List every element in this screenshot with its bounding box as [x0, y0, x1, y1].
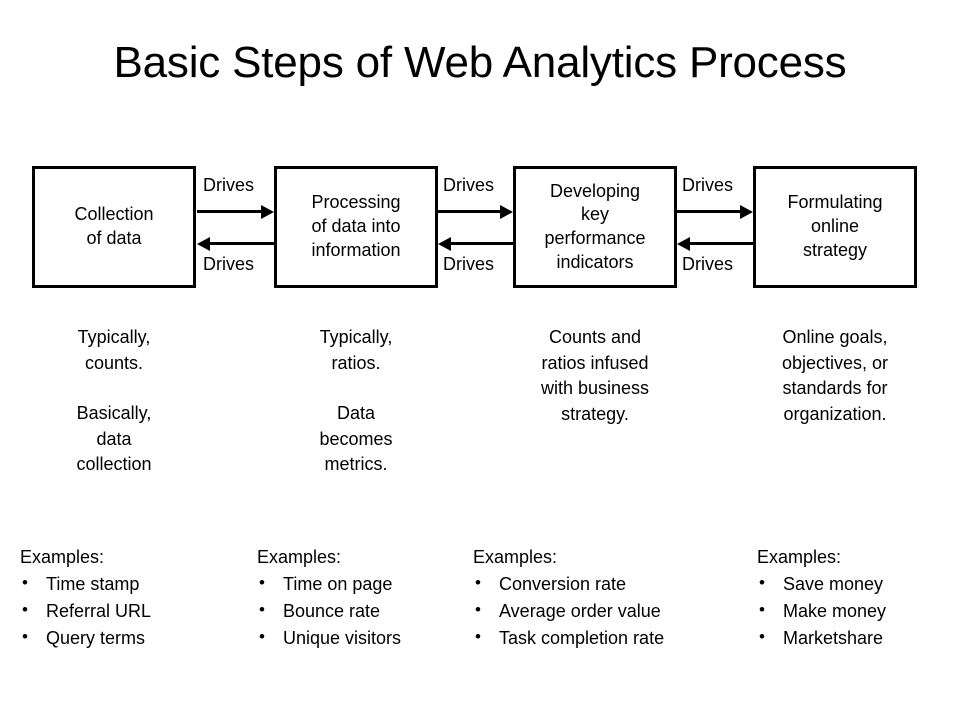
list-item-label: Bounce rate [283, 601, 381, 621]
examples-kpi: Examples: • Conversion rate • Average or… [473, 544, 753, 652]
examples-collection: Examples: • Time stamp • Referral URL • … [20, 544, 250, 652]
list-item-label: Make money [783, 601, 887, 621]
examples-processing-list: • Time on page • Bounce rate • Unique vi… [257, 571, 487, 652]
list-item: • Unique visitors [257, 625, 487, 652]
examples-collection-list: • Time stamp • Referral URL • Query term… [20, 571, 250, 652]
connector-2-forward-label: Drives [443, 175, 495, 195]
list-item: • Query terms [20, 625, 250, 652]
connector-2-back-arrow [438, 236, 514, 251]
list-item-label: Task completion rate [499, 628, 665, 648]
examples-kpi-title: Examples: [473, 547, 558, 567]
list-item-label: Conversion rate [499, 574, 627, 594]
list-item: • Time stamp [20, 571, 250, 598]
bullet-icon: • [22, 627, 28, 646]
examples-strategy: Examples: • Save money • Make money • Ma… [757, 544, 957, 652]
connector-3-forward-label: Drives [682, 175, 734, 195]
connector-3-back-arrow [677, 236, 754, 251]
bullet-icon: • [759, 600, 765, 619]
description-collection-para-1: Typically,counts. [77, 327, 151, 373]
list-item: • Conversion rate [473, 571, 753, 598]
list-item-label: Time on page [283, 574, 393, 594]
bullet-icon: • [259, 600, 265, 619]
list-item: • Make money [757, 598, 957, 625]
bullet-icon: • [22, 573, 28, 592]
description-processing-para-1: Typically,ratios. [319, 327, 393, 373]
list-item: • Referral URL [20, 598, 250, 625]
examples-collection-title: Examples: [20, 547, 105, 567]
list-item: • Time on page [257, 571, 487, 598]
list-item: • Marketshare [757, 625, 957, 652]
examples-processing-title: Examples: [257, 547, 342, 567]
bullet-icon: • [475, 627, 481, 646]
connector-3-back-label: Drives [682, 254, 734, 274]
bullet-icon: • [259, 573, 265, 592]
list-item: • Task completion rate [473, 625, 753, 652]
list-item-label: Unique visitors [283, 628, 402, 648]
list-item-label: Time stamp [46, 574, 140, 594]
bullet-icon: • [475, 573, 481, 592]
list-item-label: Save money [783, 574, 884, 594]
description-gap [274, 376, 438, 401]
list-item: • Save money [757, 571, 957, 598]
examples-processing: Examples: • Time on page • Bounce rate •… [257, 544, 487, 652]
list-item-label: Marketshare [783, 628, 884, 648]
connector-1-forward-label: Drives [203, 175, 255, 195]
bullet-icon: • [475, 600, 481, 619]
list-item: • Average order value [473, 598, 753, 625]
list-item-label: Query terms [46, 628, 146, 648]
bullet-icon: • [759, 573, 765, 592]
connector-3-forward-arrow [677, 204, 754, 219]
page-title: Basic Steps of Web Analytics Process [113, 38, 847, 87]
bullet-icon: • [22, 600, 28, 619]
list-item-label: Referral URL [46, 601, 152, 621]
bullet-icon: • [759, 627, 765, 646]
examples-strategy-list: • Save money • Make money • Marketshare [757, 571, 957, 652]
bullet-icon: • [259, 627, 265, 646]
list-item-label: Average order value [499, 601, 661, 621]
examples-kpi-list: • Conversion rate • Average order value … [473, 571, 753, 652]
connector-1-back-label: Drives [203, 254, 255, 274]
connector-2-forward-arrow [438, 204, 514, 219]
connector-1-forward-arrow [197, 204, 275, 219]
connector-2-back-label: Drives [443, 254, 495, 274]
description-gap [32, 376, 196, 401]
connector-1-back-arrow [197, 236, 275, 251]
examples-strategy-title: Examples: [757, 547, 842, 567]
list-item: • Bounce rate [257, 598, 487, 625]
